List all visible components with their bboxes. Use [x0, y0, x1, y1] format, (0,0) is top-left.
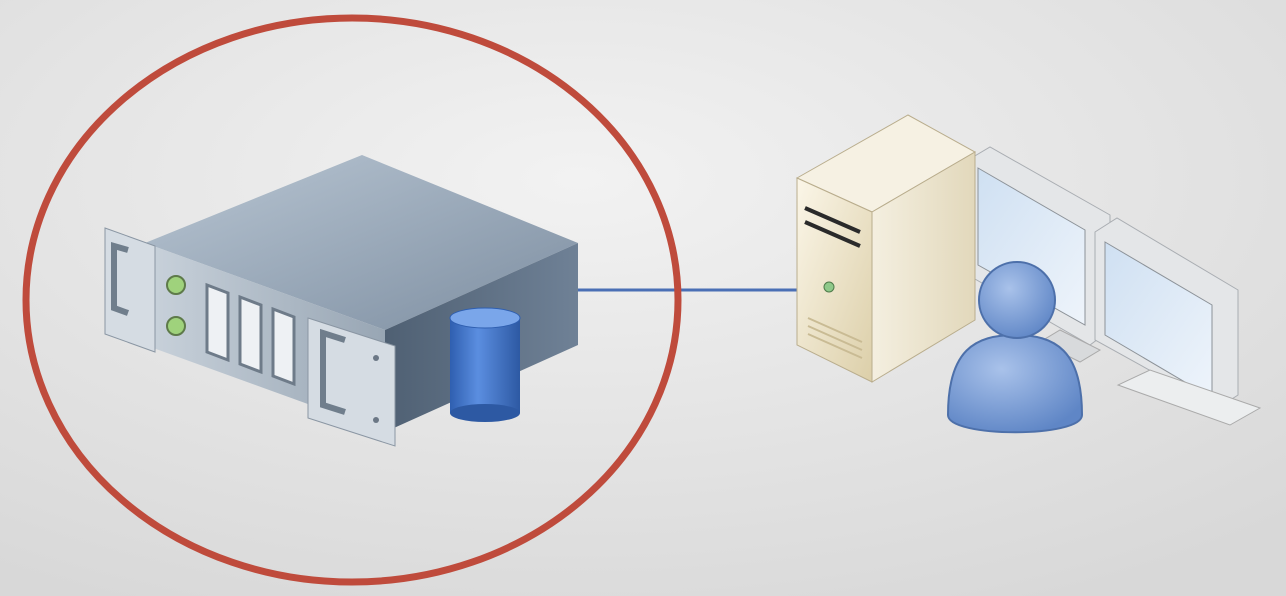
monitor-icon[interactable]	[967, 146, 1111, 363]
monitor-icon[interactable]	[1094, 217, 1262, 426]
power-led-icon	[823, 281, 835, 293]
database-cylinder-icon[interactable]	[449, 307, 521, 422]
status-led-icon	[166, 275, 186, 295]
status-led-icon	[166, 316, 186, 336]
desktop-computer-icon[interactable]	[795, 114, 977, 383]
rack-server-icon[interactable]	[104, 155, 578, 447]
highlight-ring	[22, 14, 682, 586]
user-icon[interactable]	[946, 261, 1084, 434]
